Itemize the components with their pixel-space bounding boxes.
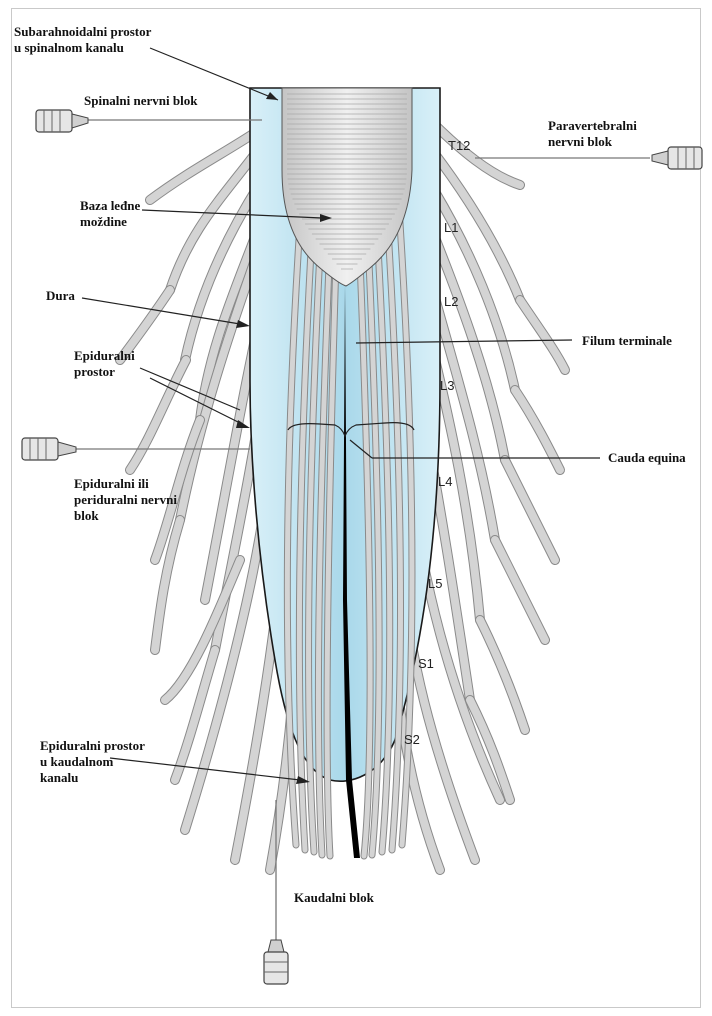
segment-label-l3: L3 (440, 378, 454, 393)
nerve-root-left-10 (130, 360, 186, 470)
segment-label-s2: S2 (404, 732, 420, 747)
needle-spinal (36, 110, 262, 132)
label-subarachnoid-line1: Subarahnoidalni prostor (14, 24, 151, 40)
label-cauda-equina: Cauda equina (608, 450, 686, 466)
label-epidural-block-line2: periduralni nervni (74, 492, 177, 508)
segment-label-l4: L4 (438, 474, 452, 489)
needle-paravertebral (475, 147, 702, 169)
segment-label-s1: S1 (418, 656, 434, 671)
label-caudal-block: Kaudalni blok (294, 890, 374, 906)
label-spinal-block: Spinalni nervni blok (84, 93, 197, 109)
nerve-root-right-0 (430, 120, 520, 185)
label-cord-base-line1: Baza leđne (80, 198, 140, 214)
label-epidural-space-line2: prostor (74, 364, 115, 380)
label-epidural-block-line3: blok (74, 508, 99, 524)
nerve-root-right-12 (480, 620, 525, 730)
label-caudal-space-line2: u kaudalnom (40, 754, 113, 770)
label-subarachnoid-line2: u spinalnom kanalu (14, 40, 124, 56)
label-caudal-space-line1: Epiduralni prostor (40, 738, 145, 754)
segment-label-l1: L1 (444, 220, 458, 235)
label-epidural-space-line1: Epiduralni (74, 348, 135, 364)
segment-label-l2: L2 (444, 294, 458, 309)
label-caudal-space-line3: kanalu (40, 770, 78, 786)
needle-caudal (264, 800, 288, 984)
nerve-root-right-10 (505, 460, 555, 560)
nerve-root-right-14 (520, 300, 565, 370)
label-paravertebral-line1: Paravertebralni (548, 118, 637, 134)
label-filum-terminale: Filum terminale (582, 333, 672, 349)
pointer-epidural-a (140, 368, 240, 410)
nerve-root-right-11 (495, 540, 545, 640)
arrowhead-dura (236, 320, 250, 328)
segment-label-t12: T12 (448, 138, 470, 153)
segment-label-l5: L5 (428, 576, 442, 591)
label-dura: Dura (46, 288, 75, 304)
label-paravertebral-line2: nervni blok (548, 134, 612, 150)
label-cord-base-line2: moždine (80, 214, 127, 230)
label-epidural-block-line1: Epiduralni ili (74, 476, 149, 492)
